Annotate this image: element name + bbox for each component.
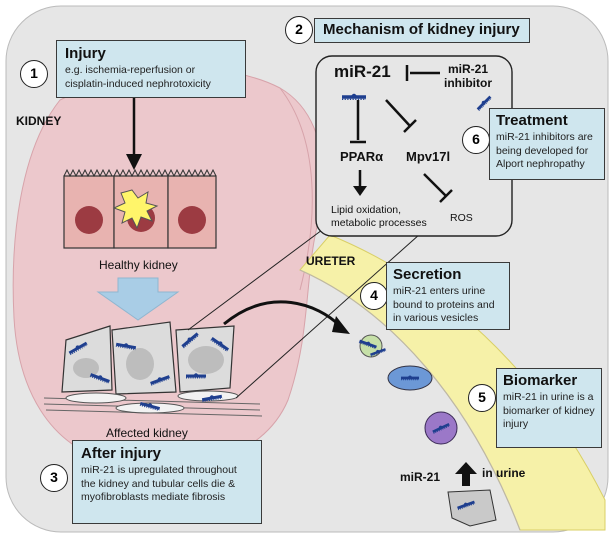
curved-arrow-icon (332, 316, 350, 334)
ureter-label: URETER (306, 254, 356, 268)
mir21-label: miR-21 (334, 62, 391, 81)
secretion-title: Secretion (393, 266, 462, 283)
injury-burst-icon (112, 189, 159, 230)
secretion-description: miR-21 enters urine bound to proteins an… (393, 285, 495, 324)
secretion-box: Secretion miR-21 enters urine bound to p… (386, 262, 510, 330)
lipid-line-2: metabolic processes (331, 217, 427, 229)
step-number-3: 3 (40, 464, 68, 492)
transition-arrow-icon (96, 277, 180, 321)
after-injury-title: After injury (81, 445, 162, 462)
inhibitor-line-1: miR-21 (447, 62, 488, 76)
down-arrow-icon (126, 154, 142, 170)
step-number-1: 1 (20, 60, 48, 88)
biomarker-description: miR-21 in urine is a biomarker of kidney… (503, 391, 595, 430)
inhibitor-line-2: inhibitor (444, 76, 492, 90)
urine-mir21-label: miR-21 (400, 470, 441, 484)
lipid-line-1: Lipid oxidation, (331, 204, 402, 216)
step-number-5: 5 (468, 384, 496, 412)
injury-title: Injury (65, 45, 106, 62)
injury-box: Injury e.g. ischemia-reperfusion or cisp… (56, 40, 246, 98)
ppar-label: PPARα (340, 149, 384, 164)
lipid-label: Lipid oxidation, metabolic processes (331, 204, 427, 230)
ros-label: ROS (450, 212, 473, 224)
after-injury-description: miR-21 is upregulated throughout the kid… (81, 464, 237, 503)
affected-cells (43, 321, 263, 417)
mpv17l-label: Mpv17l (406, 149, 451, 164)
inhibitor-label: miR-21 inhibitor (444, 62, 492, 90)
step-number-4: 4 (360, 282, 388, 310)
injury-description: e.g. ischemia-reperfusion or cisplatin-i… (65, 64, 211, 90)
healthy-cells (63, 168, 217, 249)
affected-kidney-label: Affected kidney (106, 426, 188, 440)
in-urine-label: in urine (482, 466, 526, 480)
biomarker-title: Biomarker (503, 372, 578, 389)
mechanism-title-box: Mechanism of kidney injury (314, 18, 530, 43)
treatment-title: Treatment (496, 112, 568, 129)
healthy-kidney-label: Healthy kidney (99, 258, 178, 272)
biomarker-box: Biomarker miR-21 in urine is a biomarker… (496, 368, 602, 448)
up-arrow-icon (455, 462, 477, 486)
step-number-6: 6 (462, 126, 490, 154)
step-number-2: 2 (285, 16, 313, 44)
after-injury-box: After injury miR-21 is upregulated throu… (72, 440, 262, 524)
treatment-description: miR-21 inhibitors are being developed fo… (496, 131, 593, 170)
kidney-label: KIDNEY (16, 114, 62, 128)
treatment-box: Treatment miR-21 inhibitors are being de… (489, 108, 605, 180)
urine-vesicles (357, 334, 497, 527)
mechanism-title: Mechanism of kidney injury (323, 21, 520, 38)
